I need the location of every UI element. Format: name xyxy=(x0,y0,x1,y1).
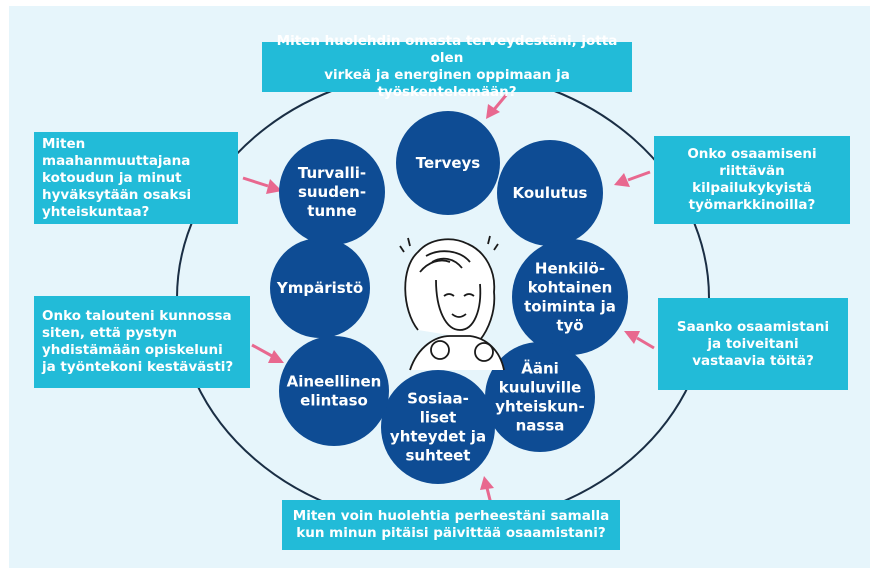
bubble-label: Henkilö- xyxy=(535,260,605,278)
bubble-label: nassa xyxy=(516,417,565,435)
bubble-label: Aineellinen xyxy=(287,373,382,391)
bubble-label: yhteiskun- xyxy=(495,398,584,416)
arrow-left-lower xyxy=(251,343,284,363)
arrow-right-lower xyxy=(624,331,655,350)
bubble-label: Ympäristö xyxy=(276,279,363,297)
bubble-label: Terveys xyxy=(416,154,481,172)
bubble-label: kohtainen xyxy=(528,279,613,297)
question-top: Miten huolehdin omasta terveydestäni, jo… xyxy=(262,33,632,100)
question-bottom: Miten voin huolehtia perheestäni samalla… xyxy=(282,500,620,550)
bubble-circle xyxy=(497,140,603,246)
bubble-circle xyxy=(279,336,389,446)
bubble-ymparisto: Ympäristö xyxy=(270,238,370,338)
question-right-lower: Saanko osaamistani ja toiveitani vastaav… xyxy=(658,298,848,390)
bubble-label: Ääni xyxy=(521,359,559,378)
bubble-circle xyxy=(270,238,370,338)
bubble-label: Turvalli- xyxy=(298,164,366,182)
bubble-label: yhteydet ja xyxy=(390,428,486,446)
bubble-label: suhteet xyxy=(406,447,471,465)
person-illustration xyxy=(399,235,505,371)
arrow-left-upper xyxy=(242,176,282,194)
bubble-terveys: Terveys xyxy=(396,111,500,215)
question-left-upper: Miten maahanmuuttajana kotoudun ja minut… xyxy=(34,132,238,224)
question-left-lower: Onko talouteni kunnossa siten, että pyst… xyxy=(34,296,250,388)
bubble-circle xyxy=(381,370,495,484)
bubble-label: Koulutus xyxy=(513,184,588,202)
bubble-circle xyxy=(485,342,595,452)
question-right-upper: Onko osaamiseni riittävän kilpailukykyis… xyxy=(654,136,850,224)
bubble-label: elintaso xyxy=(300,392,368,410)
bubble-koulutus: Koulutus xyxy=(497,140,603,246)
bubble-label: suuden- xyxy=(298,183,366,201)
bubble-label: Sosiaa- xyxy=(407,390,469,408)
bubble-label: tunne xyxy=(307,202,356,220)
bubble-circle xyxy=(512,239,628,355)
bubble-label: toiminta ja xyxy=(524,298,616,316)
bubble-label: liset xyxy=(420,409,457,427)
bubble-circle xyxy=(396,111,500,215)
arrow-top xyxy=(486,93,509,119)
bubble-turvallisuus: Turvalli-suuden-tunne xyxy=(279,139,385,245)
arrow-right-upper xyxy=(614,170,651,187)
bubble-circle xyxy=(279,139,385,245)
bubble-label: työ xyxy=(556,317,583,335)
bubble-label: kuuluville xyxy=(499,379,582,397)
